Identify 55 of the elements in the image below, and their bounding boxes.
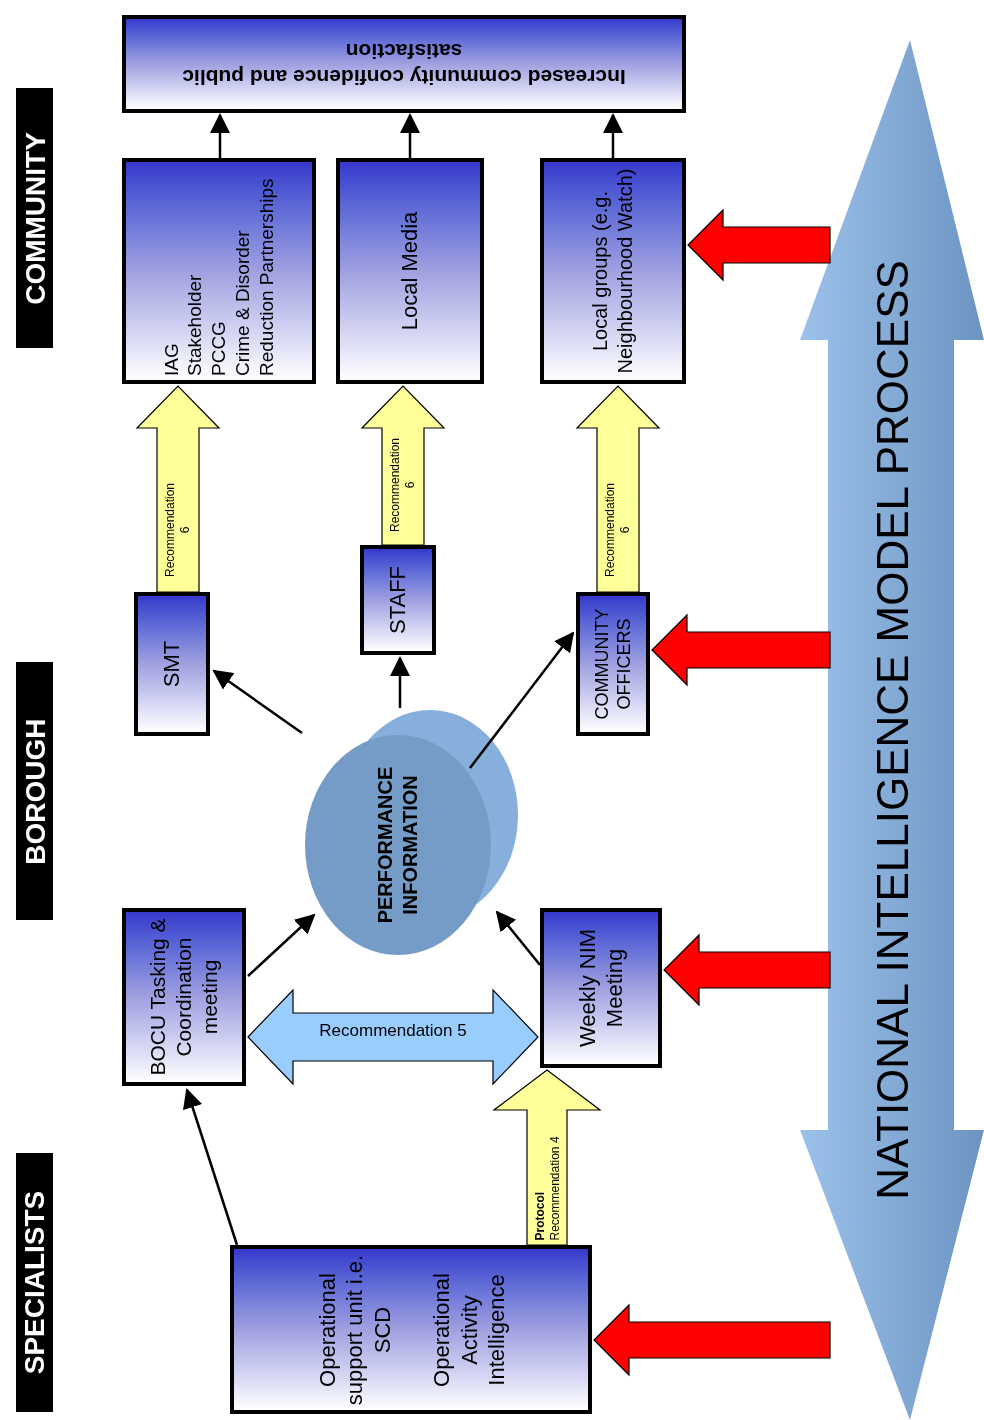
arrow xyxy=(183,1088,239,1246)
node-text: Local Media xyxy=(396,211,424,331)
node-text: NATIONAL INTELLIGENCE MODEL PROCESS xyxy=(866,260,918,1200)
edge-label: Protocol Recommendation 4 xyxy=(532,1135,562,1241)
node-text: Increased community confidence and public satisfaction xyxy=(181,39,627,91)
block-arrow xyxy=(593,1303,831,1377)
arrow xyxy=(495,910,541,966)
node-text: SMT xyxy=(158,640,186,688)
node-text: PCCG xyxy=(207,321,231,376)
block-arrow xyxy=(247,988,539,1086)
block-arrow xyxy=(651,613,831,687)
arrow xyxy=(212,669,303,735)
process-box xyxy=(360,545,436,655)
block-arrow xyxy=(663,933,831,1007)
node-text: Stakeholder xyxy=(183,274,207,376)
arrow xyxy=(247,913,316,977)
node-text: BOROUGH xyxy=(18,717,51,865)
node-text: Operational Activity Intelligence xyxy=(427,1271,510,1389)
process-box xyxy=(122,158,316,384)
section-band xyxy=(16,662,53,920)
node-text: BOCU Tasking & Coordination meeting xyxy=(144,917,223,1078)
block-arrow xyxy=(135,385,221,593)
arrow xyxy=(400,113,420,158)
block-arrow xyxy=(492,1069,602,1246)
node-text: SPECIALISTS xyxy=(18,1190,51,1375)
node-text: Operational support unit i.e. SCD xyxy=(312,1253,395,1406)
outcome-box xyxy=(122,15,686,113)
node-text: Weekly NIM Meeting xyxy=(573,927,628,1050)
edge-label: Recommendation 5 xyxy=(318,1020,468,1042)
edge-label: Recommendation 6 xyxy=(163,481,193,580)
node-text: COMMUNITY OFFICERS xyxy=(590,607,635,722)
process-box xyxy=(576,592,650,736)
process-box xyxy=(230,1245,592,1414)
process-box xyxy=(540,158,686,384)
edge-label: Recommendation 6 xyxy=(388,436,418,535)
process-box xyxy=(336,158,484,384)
arrow xyxy=(390,656,410,708)
node-text: COMMUNITY xyxy=(18,131,51,305)
node-text: Crime & Disorder Reduction Partnerships xyxy=(230,177,278,376)
arrow xyxy=(603,113,623,158)
node-text: IAG xyxy=(159,343,183,376)
node-text: PERFORMANCE INFORMATION xyxy=(373,765,422,926)
arrow xyxy=(210,113,230,158)
process-box xyxy=(540,908,662,1068)
process-box xyxy=(134,592,210,736)
node-text: STAFF xyxy=(384,566,412,634)
node-text: Local groups (e.g. Neighbourhood Watch) xyxy=(588,167,637,376)
block-arrow xyxy=(575,385,661,593)
edge-label: Recommendation 6 xyxy=(603,481,633,580)
block-arrow xyxy=(687,208,831,282)
process-box xyxy=(122,908,246,1086)
block-arrow xyxy=(360,385,446,546)
section-band xyxy=(16,88,53,348)
section-band xyxy=(16,1153,53,1412)
arrow xyxy=(469,631,575,769)
